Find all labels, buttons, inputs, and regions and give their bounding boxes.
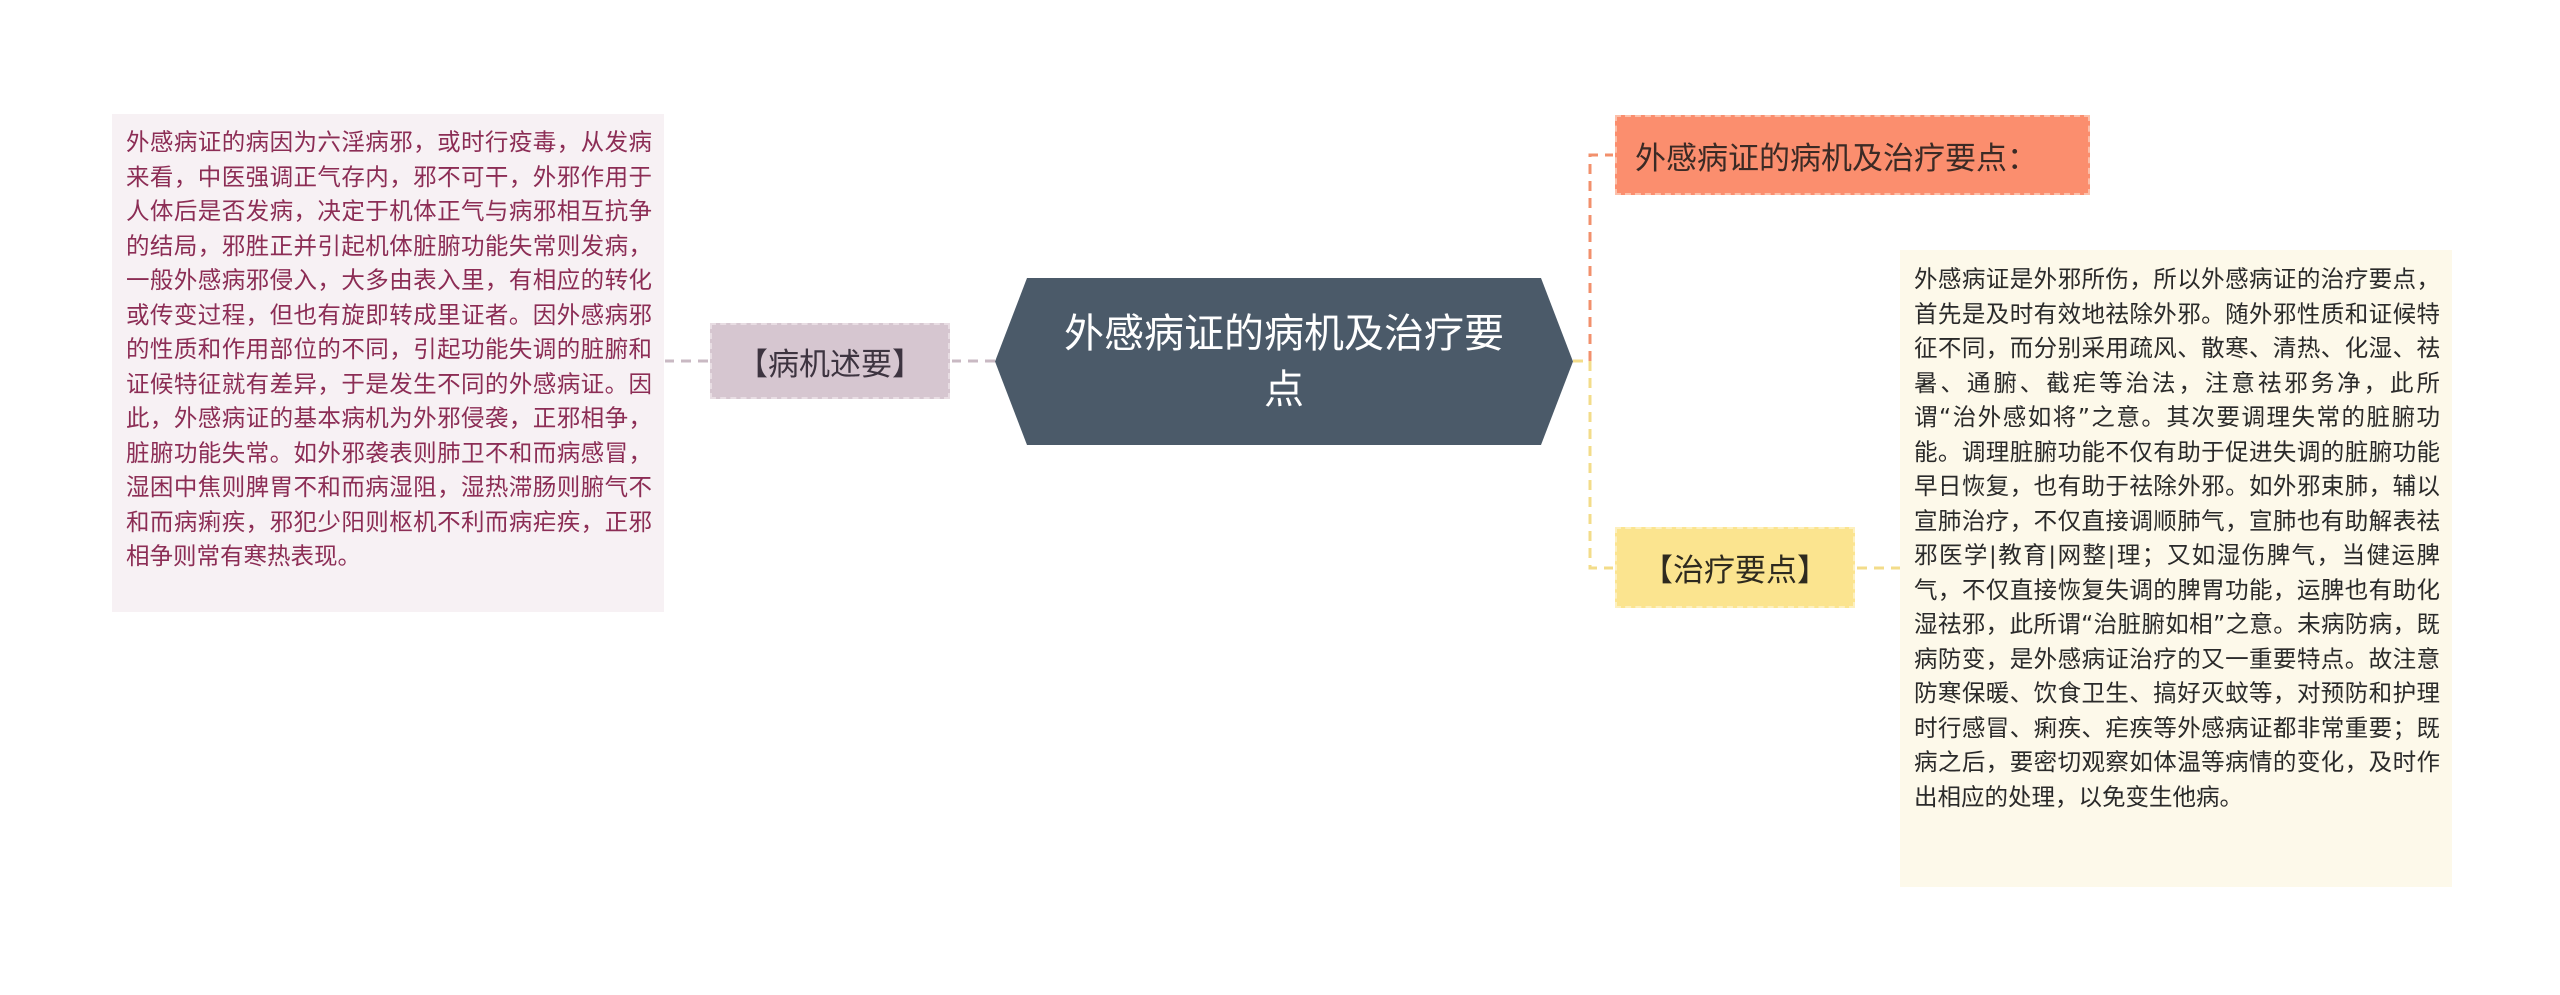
branch-pathogenesis[interactable]: 【病机述要】 (710, 323, 950, 399)
summary-node[interactable]: 外感病证的病机及治疗要点： (1615, 115, 2090, 195)
branch-treatment[interactable]: 【治疗要点】 (1615, 527, 1855, 608)
connector-central-summary (1573, 153, 1613, 363)
connector-central-right (1573, 359, 1613, 570)
left-detail-text: 外感病证的病因为六淫病邪，或时行疫毒，从发病来看，中医强调正气存内，邪不可干，外… (112, 114, 664, 612)
right-detail-text: 外感病证是外邪所伤，所以外感病证的治疗要点，首先是及时有效地祛除外邪。随外邪性质… (1900, 250, 2452, 887)
central-topic[interactable]: 外感病证的病机及治疗要点 (995, 278, 1573, 445)
